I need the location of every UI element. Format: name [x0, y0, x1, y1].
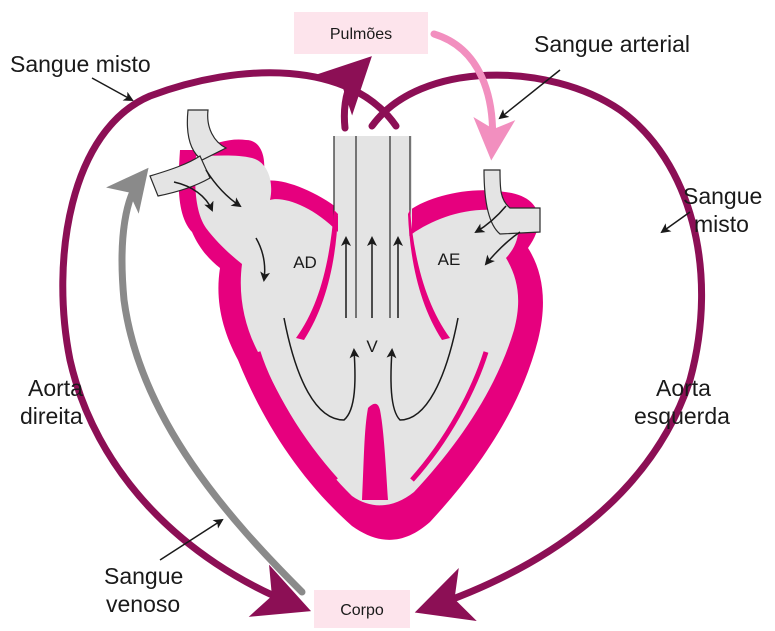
corpo-label: Corpo [340, 602, 384, 619]
great-vessel [334, 136, 410, 216]
corpo-box: Corpo [314, 590, 410, 628]
sangue-misto-right-label-2: misto [694, 211, 749, 237]
sangue-venoso-label-2: venoso [106, 591, 180, 617]
sangue-misto-left-label: Sangue misto [10, 51, 151, 77]
chamber-ae: AE [438, 250, 461, 269]
sangue-venoso-label-1: Sangue [104, 563, 183, 589]
pulmonary-artery [344, 66, 362, 128]
aorta-esquerda-label-1: Aorta [656, 375, 711, 401]
aorta-direita-label-2: direita [20, 403, 83, 429]
pulmoes-label: Pulmões [330, 26, 392, 43]
sangue-misto-right-label-1: Sangue [683, 183, 762, 209]
aorta-esquerda-label-2: esquerda [634, 403, 730, 429]
arterial-return-arrow [434, 34, 493, 150]
sangue-arterial-label: Sangue arterial [534, 31, 690, 57]
pulmoes-box: Pulmões [294, 12, 428, 54]
chamber-ad: AD [293, 253, 317, 272]
chamber-v: V [366, 337, 378, 356]
aorta-direita-label-1: Aorta [28, 375, 83, 401]
